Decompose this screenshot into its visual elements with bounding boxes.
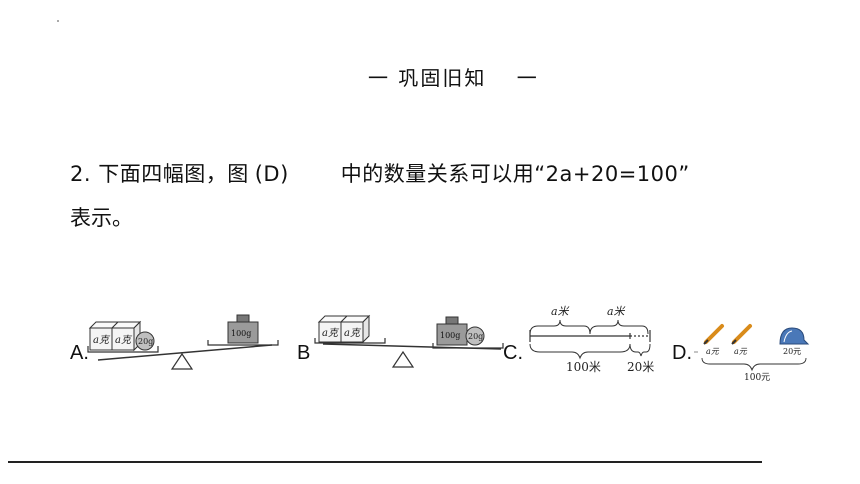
option-c-label: C. bbox=[503, 342, 523, 364]
c-seg2-text: a米 bbox=[607, 305, 626, 318]
cap-icon bbox=[779, 327, 810, 345]
option-c-diagram: a米 a米 100米 20米 bbox=[529, 305, 654, 374]
b-ball-text: 20g bbox=[468, 332, 483, 341]
option-a-balance: a克 a克 20g 100g bbox=[87, 314, 279, 370]
question-line-1: 2. 下面四幅图，图(D) 中的数量关系可以用“2a+20=100” bbox=[70, 158, 690, 188]
c-rest-text: 20米 bbox=[627, 360, 654, 374]
section-title-trail: 一 bbox=[516, 66, 539, 90]
question-line-2: 表示。 bbox=[70, 206, 133, 230]
option-d-label: D. bbox=[672, 342, 692, 364]
option-a-label: A. bbox=[70, 342, 89, 364]
option-b-balance: a克 a克 100g 20g bbox=[314, 314, 504, 368]
answer-text: (D) bbox=[254, 162, 289, 186]
a-block2-text: a克 bbox=[115, 334, 133, 346]
b-block2-text: a克 bbox=[344, 327, 362, 339]
a-block1-text: a克 bbox=[93, 334, 111, 346]
b-weight-text: 100g bbox=[440, 331, 460, 340]
section-header: 一 巩固旧知 一 bbox=[368, 62, 539, 91]
d-pen1-text: a元 bbox=[706, 347, 720, 356]
d-pen2-text: a元 bbox=[734, 347, 748, 356]
question-suffix: 中的数量关系可以用“2a+20=100” bbox=[340, 162, 690, 186]
corner-dot bbox=[57, 20, 59, 22]
b-block1-text: a克 bbox=[322, 327, 340, 339]
a-ball-text: 20g bbox=[138, 337, 153, 346]
option-b-label: B bbox=[297, 342, 311, 364]
section-title: 一 巩固旧知 bbox=[368, 66, 487, 90]
option-d-diagram: a元 a元 20元 100元 bbox=[694, 324, 810, 383]
c-total-text: 100米 bbox=[566, 360, 601, 374]
bottom-divider bbox=[8, 461, 762, 463]
pen-icon bbox=[731, 324, 752, 345]
c-seg1-text: a米 bbox=[551, 305, 570, 318]
d-cap-text: 20元 bbox=[783, 347, 801, 356]
pen-icon bbox=[703, 324, 724, 345]
a-weight-text: 100g bbox=[231, 329, 251, 338]
d-total-text: 100元 bbox=[744, 373, 770, 383]
question-prefix: 2. 下面四幅图，图 bbox=[70, 162, 249, 186]
